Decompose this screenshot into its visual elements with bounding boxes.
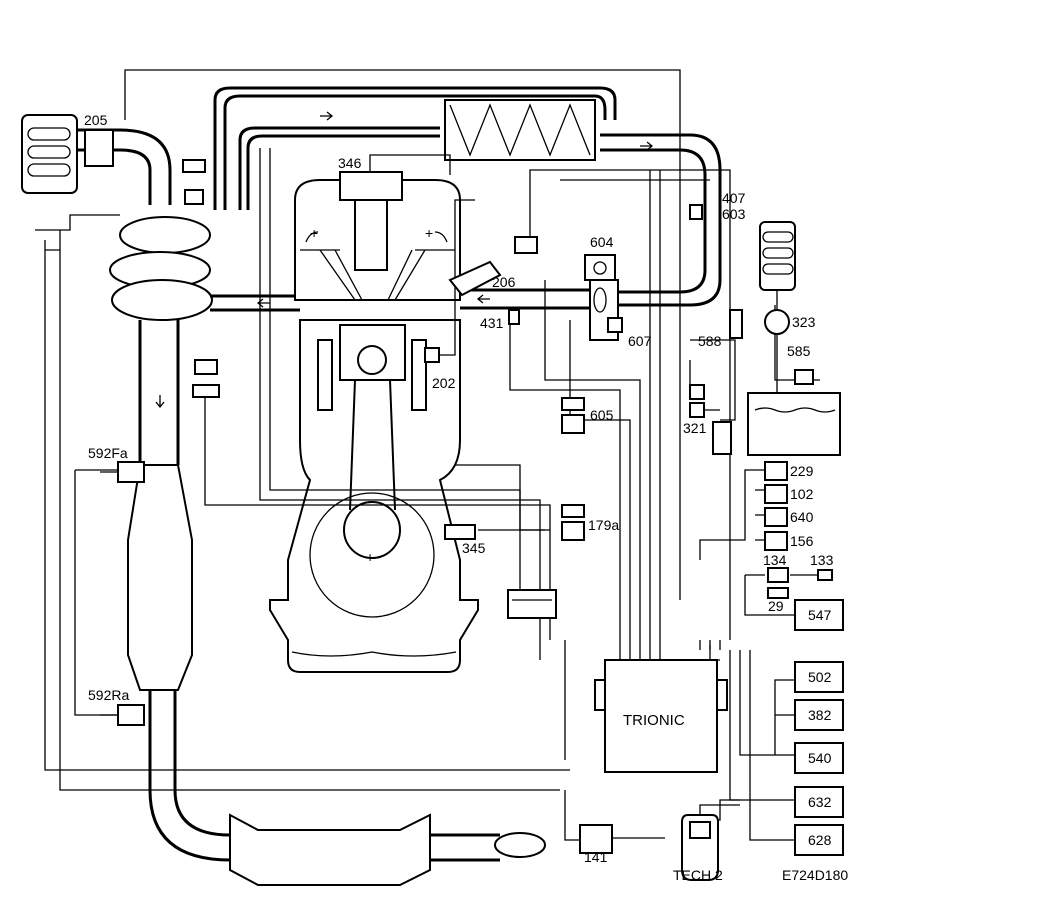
svg-text:+: + [366,549,374,565]
label-605: 605 [590,407,614,423]
label-205: 205 [84,112,108,128]
intake-manifold [460,254,623,341]
small-parts [100,159,740,881]
label-607: 607 [628,333,652,349]
label-206: 206 [492,274,516,290]
label-202: 202 [432,375,456,391]
label-592ra: 592Ra [88,687,129,703]
label-134: 134 [763,552,787,568]
label-156: 156 [790,533,814,549]
svg-text:+: + [425,225,433,241]
label-321: 321 [683,420,707,436]
label-346: 346 [338,155,362,171]
components [764,461,844,856]
engine-block: + + + [269,171,479,673]
turbocharger [109,216,300,321]
label-141: 141 [584,849,608,865]
label-592fa: 592Fa [88,445,128,461]
label-323: 323 [792,314,816,330]
exhaust-system [127,320,546,886]
label-345: 345 [462,540,486,556]
intake-pipes [78,86,722,307]
label-585: 585 [787,343,811,359]
wiring [35,69,820,841]
label-588: 588 [698,333,722,349]
label-628: 628 [808,832,832,848]
label-640: 640 [790,509,814,525]
label-29: 29 [768,598,784,614]
label-547: 547 [808,607,832,623]
label-102: 102 [790,486,814,502]
intercooler-top [444,99,596,161]
svg-text:+: + [310,225,318,241]
label-407: 407 [722,190,746,206]
labels: 205 346 407 603 604 206 431 607 588 323 … [84,112,848,883]
label-603: 603 [722,206,746,222]
label-382: 382 [808,707,832,723]
label-trionic: TRIONIC [623,712,685,729]
label-tech2: TECH 2 [673,867,723,883]
intercooler-left [21,114,78,194]
label-632: 632 [808,794,832,810]
label-179a: 179a [588,517,619,533]
label-431: 431 [480,315,504,331]
label-502: 502 [808,669,832,685]
coolant-system [689,221,841,456]
label-diagram-code: E724D180 [782,867,848,883]
label-540: 540 [808,750,832,766]
label-229: 229 [790,463,814,479]
label-604: 604 [590,234,614,250]
label-133: 133 [810,552,834,568]
trionic-ecu [594,659,728,773]
